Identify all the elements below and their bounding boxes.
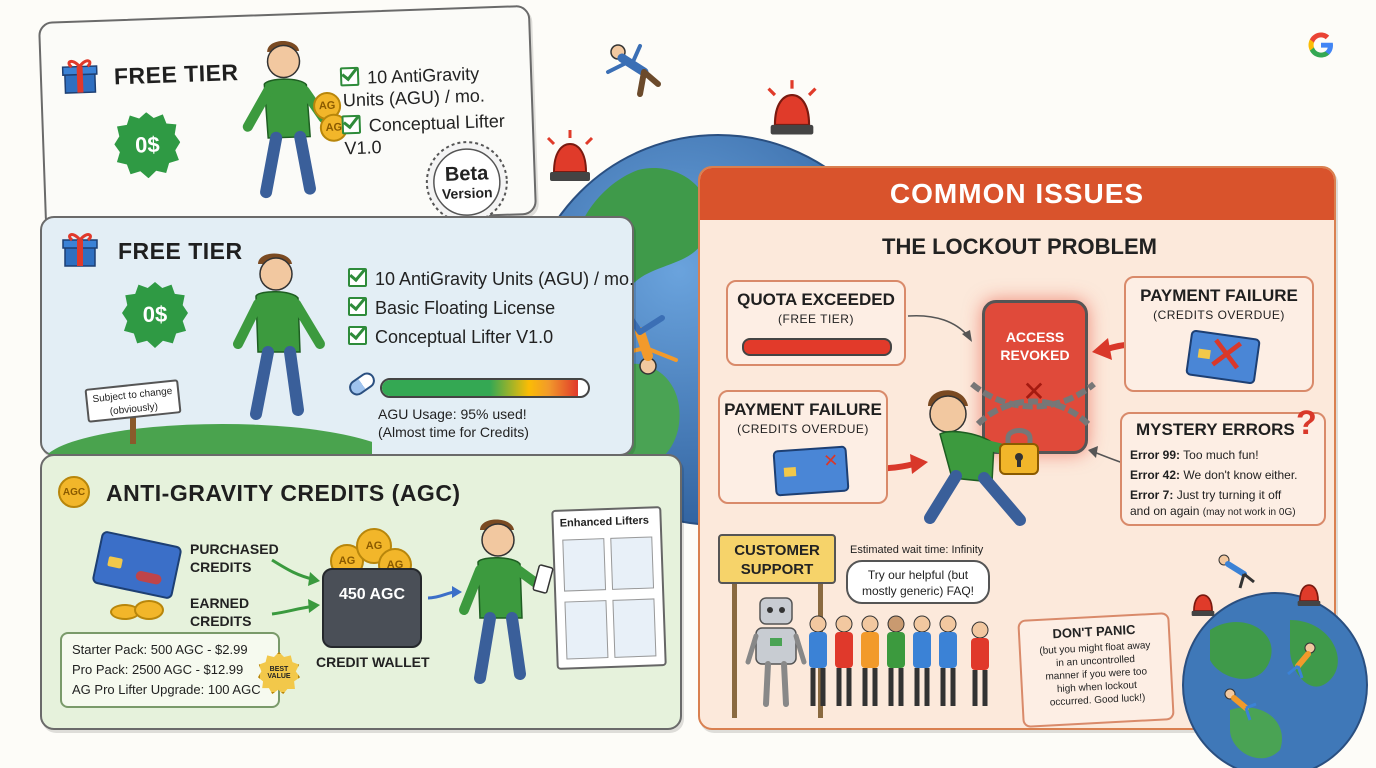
gift-icon (62, 230, 98, 268)
credit-card-icon (91, 530, 183, 600)
arrow-icon (906, 308, 978, 348)
question-mark-icon: ? (1296, 404, 1317, 442)
chain-icon (968, 374, 1098, 434)
siren-icon (1292, 576, 1326, 610)
coin-stack-icon (134, 600, 164, 620)
checkmark-icon (348, 268, 367, 287)
credit-wallet-icon: 450 AGC (322, 568, 422, 648)
small-earth-globe-illustration (1180, 590, 1370, 768)
google-g-icon (1306, 30, 1336, 60)
robot-illustration (745, 592, 807, 710)
quota-exceeded-box: QUOTA EXCEEDED (FREE TIER) (726, 280, 906, 366)
gift-icon (61, 56, 98, 95)
credit-wallet-label: CREDIT WALLET (316, 654, 430, 670)
floating-person-illustration (1214, 552, 1258, 592)
feature-item: 10 AntiGravity Units (AGU) / mo. (348, 268, 634, 290)
agu-usage-bar (380, 378, 590, 398)
free-tier-card-v2: FREE TIER 0$ 10 AntiGravity Units (AGU) … (40, 216, 634, 456)
floating-person-illustration (596, 38, 666, 108)
plunger-tool-icon (612, 598, 657, 658)
faq-speech-bubble: Try our helpful (but mostly generic) FAQ… (846, 560, 990, 604)
arrow-icon (426, 584, 466, 604)
free-tier-title: FREE TIER (118, 238, 243, 264)
lockout-subheader: THE LOCKOUT PROBLEM (882, 234, 1157, 259)
checkmark-icon (348, 297, 367, 316)
padlock-icon (996, 424, 1042, 476)
people-queue-illustration (804, 614, 1004, 710)
locked-phone-illustration: ACCESS REVOKED ✕ (982, 300, 1088, 454)
agc-title: ANTI-GRAVITY CREDITS (AGC) (106, 480, 461, 506)
dont-panic-box: DON'T PANIC (but you might float away in… (1017, 612, 1175, 728)
wait-time-text: Estimated wait time: Infinity (850, 544, 984, 556)
customer-support-sign: CUSTOMER SUPPORT (718, 534, 836, 584)
error-line: and on again (may not work in 0G) (1130, 504, 1296, 518)
grass-hill (42, 414, 372, 454)
issues-header: COMMON ISSUES (889, 178, 1145, 209)
floating-person-illustration (1220, 684, 1260, 724)
error-line: Error 42: We don't know either. (1130, 468, 1298, 482)
error-line: Error 7: Just try turning it off (1130, 488, 1282, 502)
person-with-phone-illustration (456, 514, 556, 690)
price-seal: 0$ (113, 111, 181, 179)
checkmark-icon (348, 326, 367, 345)
checkmark-icon (341, 114, 362, 135)
siren-icon (1186, 586, 1220, 620)
pack-item: Starter Pack: 500 AGC - $2.99 (72, 642, 248, 657)
mystery-errors-box: MYSTERY ERRORS ? Error 99: Too much fun!… (1120, 404, 1326, 526)
floating-person-illustration (1282, 640, 1322, 680)
issues-header-bar: COMMON ISSUES (700, 168, 1334, 220)
floating-person-illustration (228, 248, 338, 428)
anti-gravity-credits-panel: AGC ANTI-GRAVITY CREDITS (AGC) PURCHASED… (40, 454, 682, 730)
credit-card-icon: ✕ (1185, 327, 1261, 385)
agu-usage-note: (Almost time for Credits) (378, 424, 529, 440)
payment-failure-box: PAYMENT FAILURE (CREDITS OVERDUE) ✕ (718, 390, 888, 504)
credit-packs-box: Starter Pack: 500 AGC - $2.99 Pro Pack: … (60, 632, 280, 708)
free-tier-title: FREE TIER (113, 59, 239, 90)
credit-card-icon: ✕ (772, 445, 850, 497)
wrench-tool-icon (610, 536, 655, 590)
arrow-icon (268, 550, 328, 630)
siren-icon (760, 78, 824, 142)
feature-item: Conceptual Lifter V1.0 (348, 326, 553, 348)
payment-failure-box: PAYMENT FAILURE (CREDITS OVERDUE) ✕ (1124, 276, 1314, 392)
free-tier-card-v1: FREE TIER 0$ AG AG 10 AntiGravity Units … (38, 4, 538, 232)
checkmark-icon (339, 66, 360, 87)
pack-item: Pro Pack: 2500 AGC - $12.99 (72, 662, 244, 677)
error-line: Error 99: Too much fun! (1130, 448, 1259, 462)
agu-usage-label: AGU Usage: 95% used! (378, 406, 527, 422)
siren-icon (540, 128, 600, 188)
support-sign-post (732, 578, 737, 718)
beta-version-badge: Beta Version (422, 138, 511, 227)
pack-item: AG Pro Lifter Upgrade: 100 AGC (72, 682, 261, 697)
price-seal: 0$ (122, 282, 188, 348)
lifter-tool-icon (564, 600, 609, 660)
enhanced-lifters-card: Enhanced Lifters (551, 506, 667, 670)
agc-logo: AGC (58, 476, 90, 508)
quota-bar (742, 338, 892, 356)
lifter-tool-icon (562, 538, 607, 592)
feature-item: 10 AntiGravity Units (AGU) / mo. (339, 62, 485, 111)
stressed-person-illustration (912, 378, 1052, 528)
feature-item: Basic Floating License (348, 297, 555, 319)
pill-icon (345, 369, 379, 399)
